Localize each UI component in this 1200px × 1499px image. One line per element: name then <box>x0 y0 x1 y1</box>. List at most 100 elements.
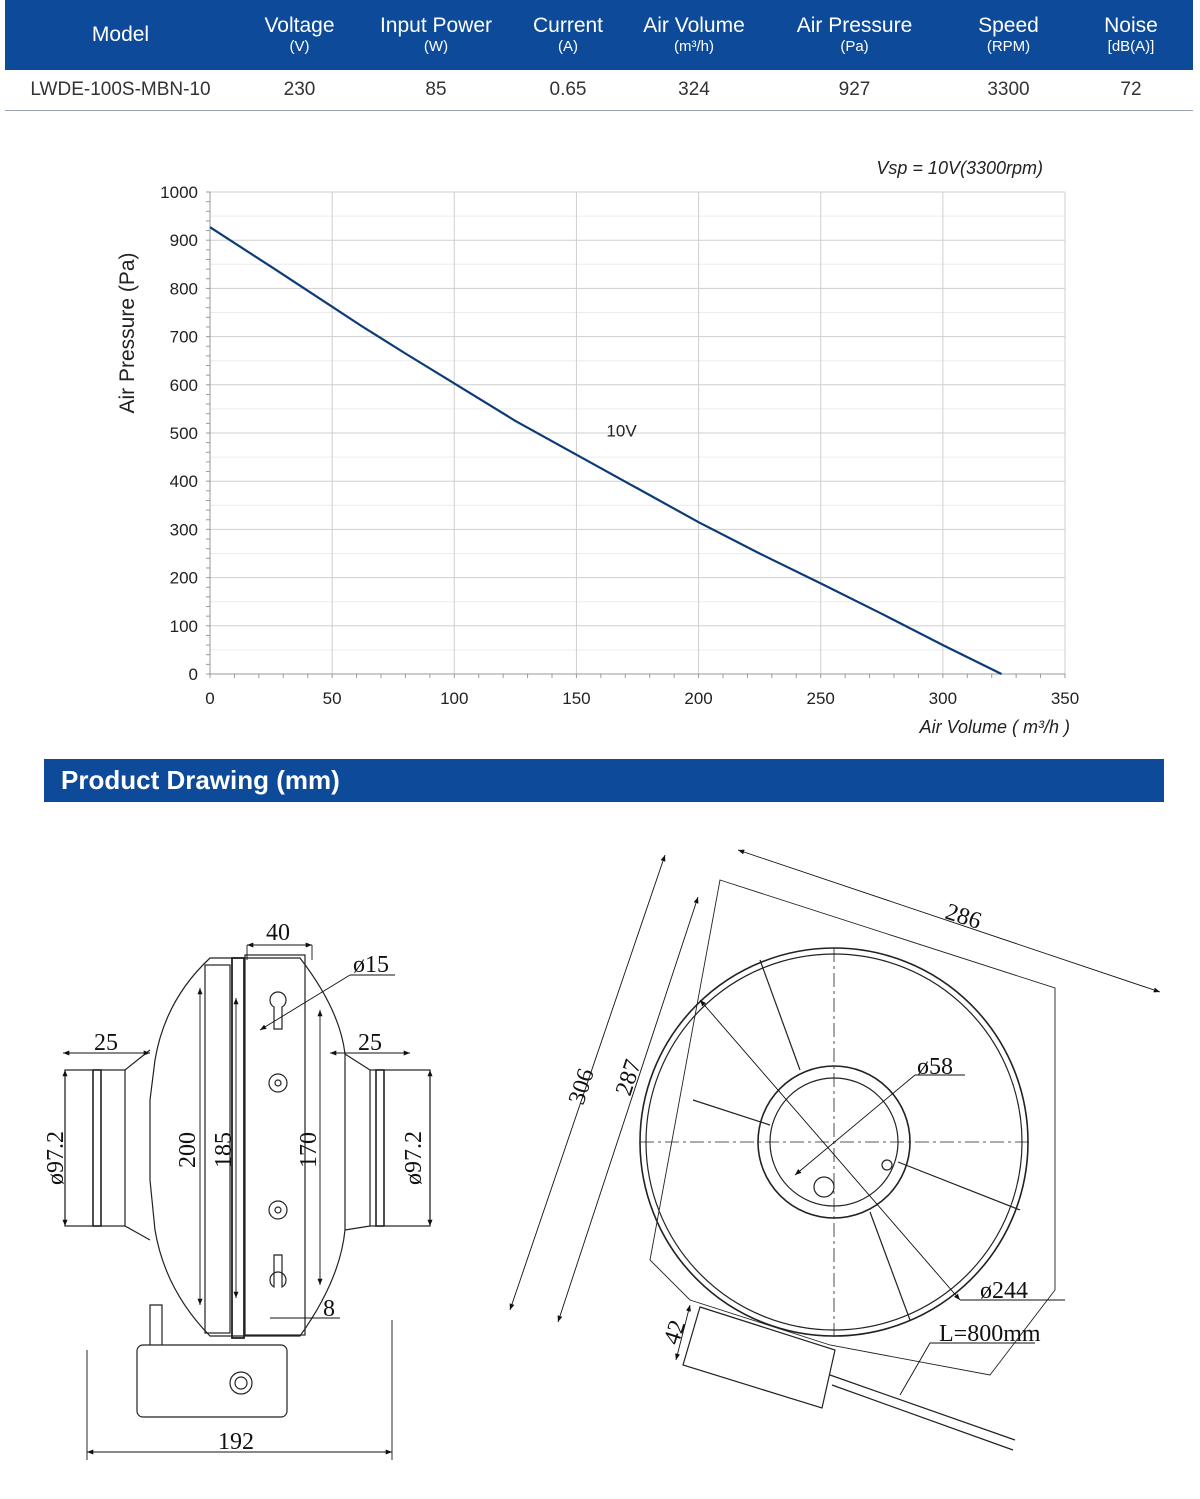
dim-d15-leader <box>259 974 351 1031</box>
spoke-1 <box>692 1099 771 1126</box>
hub-shaft <box>813 1176 835 1198</box>
mount-bracket <box>244 954 306 1336</box>
dim-8-label: 8 <box>323 1296 335 1322</box>
dim-25-left-label: 25 <box>94 1030 118 1056</box>
dim-cable-leader <box>899 1342 931 1396</box>
housing-outline <box>149 957 346 1337</box>
y-tick-label: 800 <box>170 279 198 298</box>
dim-97-left-label: ø97.2 <box>43 1131 69 1185</box>
dim-287-label: 287 <box>611 1057 647 1099</box>
cell-voltage: 230 <box>236 70 363 111</box>
y-tick-label: 0 <box>189 665 198 684</box>
cell-noise: 72 <box>1069 70 1193 111</box>
bolt-hole-top-inner <box>274 1079 282 1087</box>
header-air-pressure: Air Pressure(Pa) <box>761 0 948 70</box>
dim-25-right-label: 25 <box>358 1030 382 1056</box>
spec-header-row: Model Voltage(V) Input Power(W) Current(… <box>5 0 1193 70</box>
flange-inner <box>204 964 231 1334</box>
dim-287-line <box>557 896 699 1323</box>
left-taper <box>124 1049 151 1241</box>
series-label: 10V <box>606 422 637 441</box>
dim-42-label: 42 <box>659 1317 691 1348</box>
keyhole-top <box>269 991 287 1030</box>
dim-cable-label: L=800mm <box>939 1321 1041 1347</box>
dim-97-right-label: ø97.2 <box>401 1131 427 1185</box>
terminal-box <box>136 1344 288 1418</box>
header-model: Model <box>5 0 236 70</box>
y-tick-label: 1000 <box>160 183 198 202</box>
x-tick-label: 350 <box>1051 689 1079 708</box>
dim-d58-leader <box>794 1074 916 1176</box>
dim-170-label: 170 <box>296 1132 322 1168</box>
flange-band <box>231 957 245 1339</box>
dim-40-label: 40 <box>266 920 290 946</box>
cell-air-pressure: 927 <box>761 70 948 111</box>
spec-table: Model Voltage(V) Input Power(W) Current(… <box>5 0 1193 111</box>
y-tick-label: 200 <box>170 569 198 588</box>
y-tick-label: 500 <box>170 424 198 443</box>
terminal-post <box>149 1304 163 1345</box>
spoke-4 <box>869 1211 911 1321</box>
spoke-2 <box>897 1161 1021 1211</box>
dim-d15-label: ø15 <box>353 952 389 978</box>
performance-chart: 0 50 100 150 200 250 300 350 0 100 200 300 400 500 600… <box>0 140 1200 750</box>
y-tick-label: 400 <box>170 472 198 491</box>
dim-185-label: 185 <box>211 1132 237 1168</box>
cable-gland-inner <box>234 1376 248 1390</box>
cell-model: LWDE-100S-MBN-10 <box>5 70 236 111</box>
dim-286-line <box>737 849 1161 993</box>
series-line <box>209 226 1002 675</box>
dim-d244-line <box>699 999 961 1301</box>
chart-svg: 0 50 100 150 200 250 300 350 0 100 200 300 400 500 600… <box>116 158 1079 737</box>
dim-42-line <box>675 1304 691 1361</box>
left-ring <box>92 1069 102 1227</box>
x-tick-label: 50 <box>323 689 342 708</box>
header-input-power: Input Power(W) <box>363 0 509 70</box>
cell-input-power: 85 <box>363 70 509 111</box>
cell-current: 0.65 <box>509 70 627 111</box>
drawing-svg: 40 ø15 25 25 ø97.2 ø97.2 200 185 170 8 1… <box>43 849 1161 1460</box>
side-view-labels: 40 ø15 25 25 ø97.2 ø97.2 200 185 170 8 1… <box>43 920 427 1455</box>
x-tick-label: 200 <box>684 689 712 708</box>
y-tick-label: 100 <box>170 617 198 636</box>
product-drawing: 40 ø15 25 25 ø97.2 ø97.2 200 185 170 8 1… <box>0 810 1200 1494</box>
x-axis-label: Air Volume ( m³/h ) <box>919 717 1070 737</box>
y-axis-label: Air Pressure (Pa) <box>116 252 139 413</box>
cable-gland <box>229 1371 253 1395</box>
y-tick-label: 300 <box>170 520 198 539</box>
x-tick-label: 300 <box>929 689 957 708</box>
side-view <box>62 942 433 1460</box>
x-tick-label: 100 <box>440 689 468 708</box>
chart-annotation: Vsp = 10V(3300rpm) <box>876 158 1043 178</box>
dim-286-label: 286 <box>942 899 984 935</box>
dim-d58-label: ø58 <box>917 1054 953 1080</box>
bolt-hole-bottom-inner <box>274 1206 282 1214</box>
cell-speed: 3300 <box>948 70 1069 111</box>
x-tick-label: 250 <box>807 689 835 708</box>
header-current: Current(A) <box>509 0 627 70</box>
right-ring <box>375 1069 385 1227</box>
y-tick-label: 900 <box>170 231 198 250</box>
dim-192-label: 192 <box>218 1429 254 1455</box>
top-view <box>509 849 1161 1451</box>
y-tick-label: 600 <box>170 376 198 395</box>
dim-200-label: 200 <box>175 1132 201 1168</box>
x-tick-label: 0 <box>205 689 214 708</box>
cable <box>829 1374 1016 1451</box>
header-speed: Speed(RPM) <box>948 0 1069 70</box>
dim-306-label: 306 <box>564 1066 600 1108</box>
hub-screw <box>881 1159 893 1171</box>
bolt-hole-bottom <box>268 1200 288 1220</box>
cell-air-volume: 324 <box>627 70 761 111</box>
section-title: Product Drawing (mm) <box>44 759 1164 802</box>
x-tick-label: 150 <box>562 689 590 708</box>
dim-d244-label: ø244 <box>980 1278 1028 1304</box>
y-tick-label: 700 <box>170 328 198 347</box>
spoke-3 <box>759 959 801 1071</box>
right-taper <box>344 1053 371 1231</box>
bolt-hole-top <box>268 1073 288 1093</box>
header-air-volume: Air Volume(m³/h) <box>627 0 761 70</box>
header-noise: Noise[dB(A)] <box>1069 0 1193 70</box>
keyhole-bottom <box>269 1254 287 1289</box>
spec-row: LWDE-100S-MBN-10 230 85 0.65 324 927 330… <box>5 70 1193 111</box>
